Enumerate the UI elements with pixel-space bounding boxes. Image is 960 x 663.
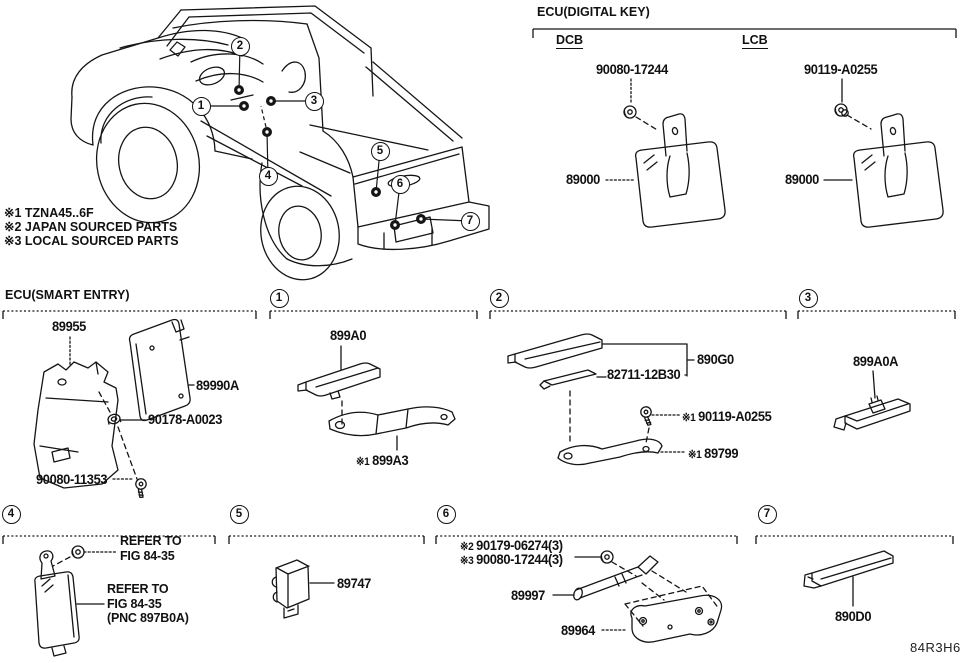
note-mark-2: ※2	[460, 541, 474, 553]
section-callout-3: 3	[798, 288, 818, 308]
refer-line: REFER TO	[120, 534, 182, 548]
smart-entry-art	[33, 318, 195, 499]
part-number: 89799	[704, 445, 739, 461]
part-label-89000-dcb: 89000	[566, 171, 600, 187]
section-brackets	[2, 28, 957, 544]
smart-entry-title: ECU(SMART ENTRY)	[5, 288, 130, 302]
section4-art	[34, 545, 118, 657]
refer-note-screw: REFER TO FIG 84-35	[120, 534, 182, 563]
truck-callout-5: 5	[370, 141, 390, 161]
part-number: 90080-17244(3)	[476, 551, 563, 567]
section1-art	[297, 345, 456, 451]
truck-callout-4: 4	[258, 166, 278, 186]
section-callout-1: 1	[269, 288, 289, 308]
section-callout-7: 7	[757, 504, 777, 524]
truck-callout-dots	[234, 85, 426, 230]
truck-callout-lines	[201, 45, 471, 226]
part-label-890d0: 890D0	[835, 608, 872, 624]
note-mark-3: ※3	[460, 555, 474, 567]
part-label-90119-a0255-s2: ※1 90119-A0255	[682, 408, 772, 424]
section7-art	[803, 550, 894, 607]
note-line-3: ※3 LOCAL SOURCED PARTS	[4, 234, 179, 248]
section-callout-2: 2	[489, 288, 509, 308]
truck-callout-3: 3	[304, 91, 324, 111]
section2-art	[507, 333, 695, 466]
figure-code: 84R3H6	[910, 640, 960, 655]
section-callout-4: 4	[1, 504, 21, 524]
part-label-90080-11353: 90080-11353	[36, 471, 108, 487]
section5-art	[271, 559, 335, 619]
part-number: 90179-06274(3)	[476, 537, 563, 553]
part-label-90178-a0023: 90178-A0023	[148, 411, 223, 427]
part-number: 899A3	[372, 452, 409, 468]
note-mark-1: ※1	[682, 412, 696, 424]
digital-key-art	[605, 78, 944, 228]
truck-callout-1: 1	[191, 96, 211, 116]
part-label-89964: 89964	[561, 622, 595, 638]
part-label-82711-12b30: 82711-12B30	[607, 366, 681, 382]
refer-note-box: REFER TO FIG 84-35 (PNC 897B0A)	[107, 582, 189, 626]
part-label-89955: 89955	[52, 318, 86, 334]
part-label-899a0: 899A0	[330, 327, 367, 343]
note-line-1: ※1 TZNA45..6F	[4, 206, 94, 220]
part-label-899a0a: 899A0A	[853, 353, 899, 369]
part-label-90119-a0255: 90119-A0255	[804, 61, 878, 77]
truck-callout-2: 2	[230, 36, 250, 56]
refer-line: FIG 84-35	[107, 596, 162, 611]
digital-key-title: ECU(DIGITAL KEY)	[537, 5, 650, 19]
notes-block: ※1 TZNA45..6F ※2 JAPAN SOURCED PARTS ※3 …	[4, 206, 179, 248]
section6-art	[552, 550, 723, 643]
part-label-89990a: 89990A	[196, 377, 239, 393]
part-label-90179-06274: ※2 90179-06274(3)	[460, 537, 563, 553]
part-label-90080-17244-s6: ※3 90080-17244(3)	[460, 551, 563, 567]
note-line-2: ※2 JAPAN SOURCED PARTS	[4, 220, 178, 234]
lcb-label: LCB	[742, 33, 768, 49]
refer-line: (PNC 897B0A)	[107, 611, 189, 625]
truck-callout-7: 7	[460, 211, 480, 231]
part-label-90080-17244: 90080-17244	[596, 61, 668, 77]
part-label-89799: ※1 89799	[688, 445, 738, 461]
section-callout-5: 5	[229, 504, 249, 524]
part-label-89747: 89747	[337, 575, 371, 591]
dcb-label: DCB	[556, 33, 584, 49]
truck-drawing	[70, 5, 490, 281]
part-label-89000-lcb: 89000	[785, 171, 819, 187]
refer-line: FIG 84-35	[120, 548, 175, 563]
part-number: 90119-A0255	[698, 408, 772, 424]
part-label-899a3: ※1 899A3	[356, 452, 409, 468]
part-label-89997: 89997	[511, 587, 545, 603]
note-mark-1: ※1	[688, 449, 702, 461]
note-mark-1: ※1	[356, 456, 370, 468]
part-label-890g0: 890G0	[697, 351, 734, 367]
section3-art	[833, 370, 911, 431]
truck-callout-6: 6	[390, 174, 410, 194]
section-callout-6: 6	[436, 504, 456, 524]
refer-line: REFER TO	[107, 582, 169, 596]
